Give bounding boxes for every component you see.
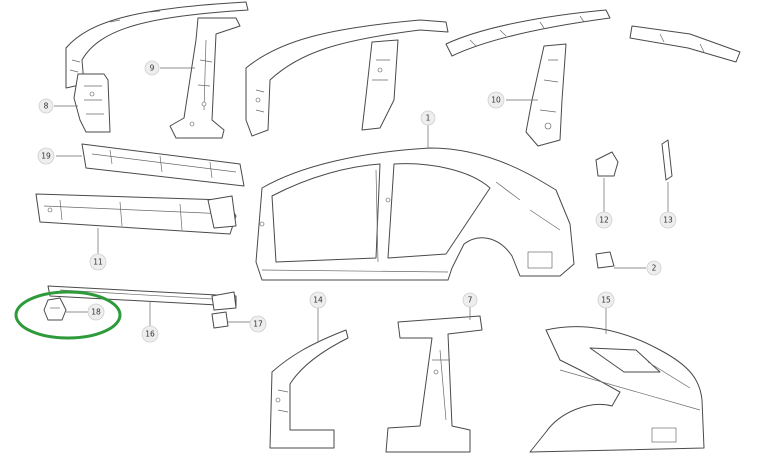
callout-12-label: 12 [599, 216, 609, 225]
callout-15: 15 [597, 291, 615, 309]
part-11-inner-rocker [35, 193, 237, 254]
part-9-b-pillar-inner [160, 17, 241, 139]
callout-19: 19 [37, 147, 55, 165]
part-roof-rail-left [65, 1, 249, 89]
part-12-bracket [595, 151, 619, 212]
callout-14: 14 [309, 291, 327, 309]
callout-11-label: 11 [93, 258, 103, 267]
callout-16-label: 16 [145, 330, 155, 339]
callout-16: 16 [141, 325, 159, 343]
part-1-body-side-outer [255, 124, 575, 281]
part-7-b-pillar-outer [385, 306, 483, 453]
part-2-plate [595, 251, 646, 269]
callout-13-label: 13 [663, 216, 673, 225]
callout-2: 2 [646, 260, 662, 276]
callout-15-label: 15 [601, 296, 611, 305]
callout-19-label: 19 [41, 152, 51, 161]
part-18-bracket [43, 297, 88, 321]
part-rear-header [629, 25, 741, 63]
part-15-rear-quarter [529, 306, 705, 453]
callout-18: 18 [87, 303, 105, 321]
callout-14-label: 14 [313, 296, 323, 305]
callout-8-label: 8 [44, 102, 49, 111]
callout-17-label: 17 [253, 320, 263, 329]
part-19-rocker-reinforcement [56, 143, 245, 187]
callout-7-label: 7 [468, 296, 473, 305]
part-8-bracket [54, 73, 111, 133]
callout-9: 9 [144, 60, 160, 76]
callout-2-label: 2 [652, 264, 657, 273]
part-13-strip [661, 139, 673, 212]
callout-18-label: 18 [91, 308, 101, 317]
callout-8: 8 [38, 98, 54, 114]
callout-10: 10 [487, 91, 505, 109]
callout-13: 13 [659, 211, 677, 229]
part-14-front-frame [269, 306, 349, 449]
highlight-ellipse [14, 290, 122, 340]
callout-1: 1 [420, 110, 436, 126]
part-rear-roof-rail [445, 9, 611, 57]
part-10-c-pillar [506, 43, 567, 147]
callout-7: 7 [462, 292, 478, 308]
callout-1-label: 1 [426, 114, 431, 123]
callout-11: 11 [89, 253, 107, 271]
part-17-bracket [211, 311, 250, 329]
callout-10-label: 10 [491, 96, 501, 105]
part-body-side-upper-frame [245, 19, 449, 137]
callout-12: 12 [595, 211, 613, 229]
callout-9-label: 9 [150, 64, 155, 73]
callout-17: 17 [249, 315, 267, 333]
